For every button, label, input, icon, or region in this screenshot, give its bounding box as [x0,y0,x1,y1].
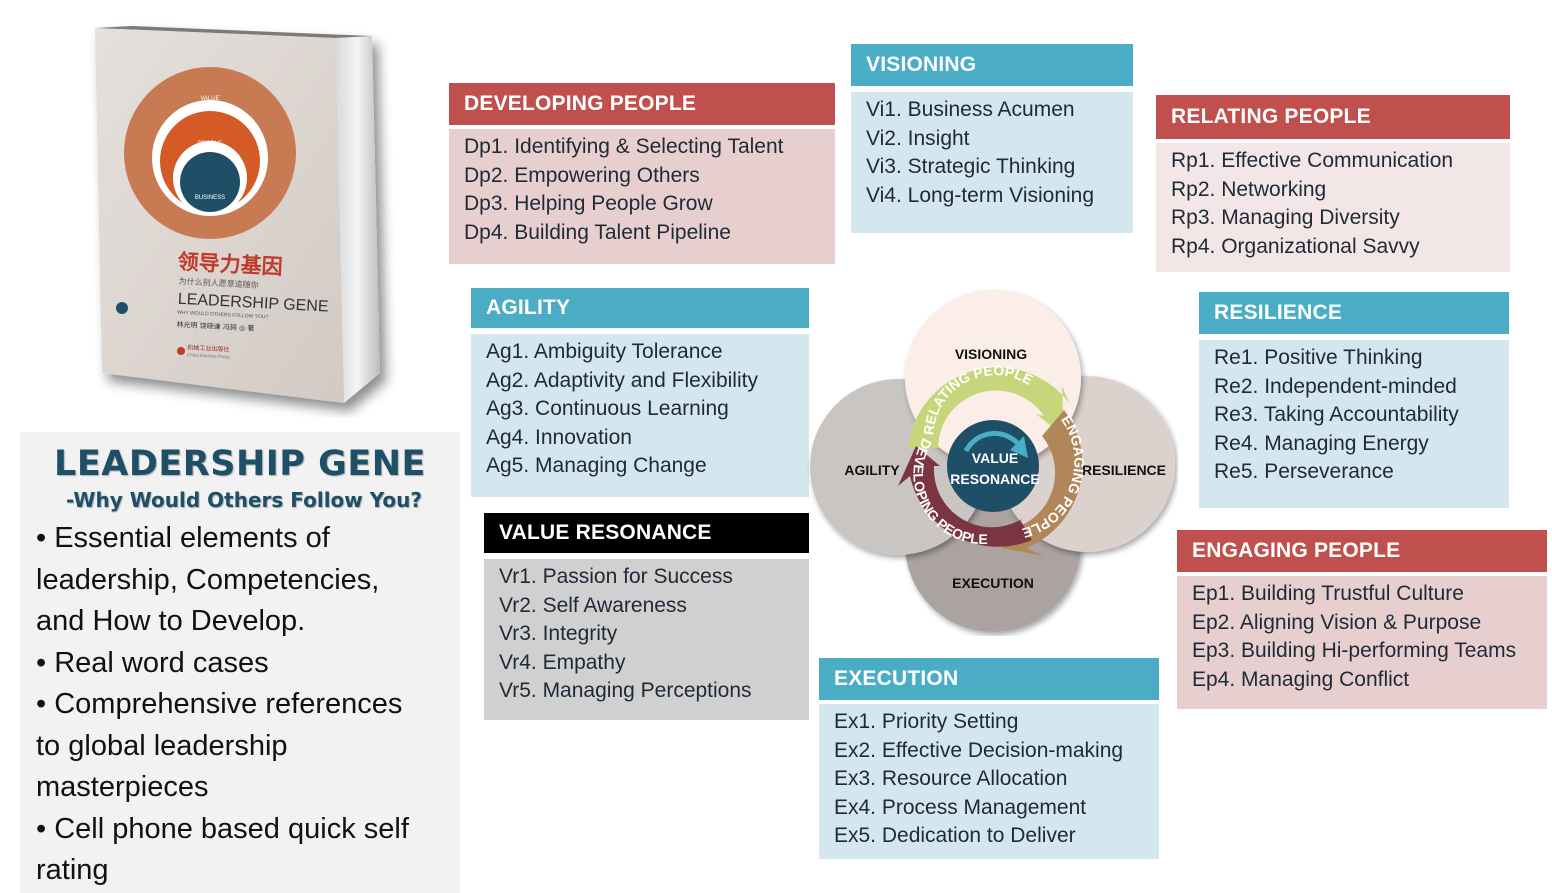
book-publisher-en: China Machine Press [187,352,231,359]
book-circle-label-people: PEOPLE [198,141,222,147]
center-arrow-icon [963,430,1022,453]
list-item: Ep4. Managing Conflict [1192,667,1410,691]
list-item: Ag4. Innovation [486,425,632,449]
list-item: Vi4. Long-term Visioning [866,183,1095,207]
book-dot [116,302,128,314]
book-subtitle-cn: 为什么别人愿意追随你 [179,276,259,290]
arc-developing-people [898,446,1032,547]
info-line: • Real word cases [36,646,269,679]
info-bullet-list: • Essential elements of leadership, Comp… [36,518,456,892]
panel-value-resonance: VALUE RESONANCE Vr1. Passion for Success… [484,513,809,720]
panel-visioning: VISIONING Vi1. Business Acumen Vi2. Insi… [851,44,1133,233]
list-item: Vr3. Integrity [499,622,618,646]
arc-engaging-people [1002,410,1083,556]
list-item: Ep2. Aligning Vision & Purpose [1192,610,1482,634]
list-item: Rp4. Organizational Savvy [1171,234,1420,258]
leadership-gene-wheel: VISIONING AGILITY RESILIENCE EXECUTION V… [810,290,1175,632]
list-item: Re1. Positive Thinking [1214,346,1423,369]
list-item: Vi1. Business Acumen [866,98,1075,121]
info-line: masterpieces [36,771,209,803]
list-item: Dp3. Helping People Grow [464,192,713,216]
book-title-cn: 领导力基因 [177,250,283,279]
list-item: Vr1. Passion for Success [499,565,733,588]
list-item: Ag5. Managing Change [486,454,707,478]
panel-agility: AGILITY Ag1. Ambiguity Tolerance Ag2. Ad… [471,288,809,497]
list-item: Rp2. Networking [1171,177,1327,201]
panel-body: Vi1. Business Acumen Vi2. Insight Vi3. S… [851,92,1133,233]
panel-title: ENGAGING PEOPLE [1177,530,1547,572]
list-item: Vr4. Empathy [499,650,626,674]
list-item: Re3. Taking Accountability [1214,403,1459,427]
book-circle-label-business: BUSINESS [195,195,225,201]
panel-execution: EXECUTION Ex1. Priority Setting Ex2. Eff… [819,658,1159,859]
panel-body: Dp1. Identifying & Selecting Talent Dp2.… [449,129,835,264]
list-item: Dp1. Identifying & Selecting Talent [464,135,784,158]
book-info-box: LEADERSHIP GENE -Why Would Others Follow… [20,432,460,893]
panel-body: Ep1. Building Trustful Culture Ep2. Alig… [1177,576,1547,709]
panel-body: Rp1. Effective Communication Rp2. Networ… [1156,143,1510,272]
arc-relating-people [908,367,1070,448]
info-title: LEADERSHIP GENE [54,444,426,484]
book-authors: 林光明 饶晓谦 冯鸫 ◎ 著 [176,320,254,333]
label-agility: AGILITY [844,462,900,478]
list-item: Re5. Perseverance [1214,460,1394,484]
list-item: Ag2. Adaptivity and Flexibility [486,368,758,392]
list-item: Re4. Managing Energy [1214,431,1429,455]
list-item: Vi3. Strategic Thinking [866,155,1076,179]
list-item: Rp3. Managing Diversity [1171,206,1400,230]
center-label-line1: VALUE [972,450,1018,466]
list-item: Vi2. Insight [866,126,970,150]
list-item: Ep3. Building Hi-performing Teams [1192,639,1517,663]
panel-relating-people: RELATING PEOPLE Rp1. Effective Communica… [1156,95,1510,272]
book-circle-label-value: VALUE [200,96,219,102]
list-item: Ag1. Ambiguity Tolerance [486,340,723,363]
panel-title: AGILITY [471,288,809,328]
label-resilience: RESILIENCE [1082,462,1166,478]
panel-title: DEVELOPING PEOPLE [449,83,835,125]
info-line: and How to Develop. [36,605,306,637]
list-item: Dp2. Empowering Others [464,163,700,187]
panel-developing-people: DEVELOPING PEOPLE Dp1. Identifying & Sel… [449,83,835,264]
info-line: to global leadership [36,729,288,762]
label-visioning: VISIONING [955,346,1027,362]
panel-title: RELATING PEOPLE [1156,95,1510,139]
panel-engaging-people: ENGAGING PEOPLE Ep1. Building Trustful C… [1177,530,1547,709]
book-publisher-logo [177,347,185,355]
info-line: • Comprehensive references [36,688,403,720]
list-item: Re2. Independent-minded [1214,374,1457,398]
panel-body: Vr1. Passion for Success Vr2. Self Aware… [484,559,809,720]
book-publisher-cn: 机械工业出版社 [187,343,229,353]
panel-title: VISIONING [851,44,1133,86]
list-item: Vr5. Managing Perceptions [499,679,752,703]
list-item: Ex5. Dedication to Deliver [834,824,1076,848]
panel-body: Re1. Positive Thinking Re2. Independent-… [1199,340,1509,508]
center-label-line2: RESONANCE [950,471,1039,487]
info-line: • Cell phone based quick self [36,812,409,845]
info-line: • Essential elements of [36,522,330,554]
info-subtitle: -Why Would Others Follow You? [66,488,422,512]
list-item: Ex2. Effective Decision-making [834,738,1124,762]
panel-title: RESILIENCE [1199,292,1509,334]
panel-body: Ag1. Ambiguity Tolerance Ag2. Adaptivity… [471,334,809,497]
list-item: Vr2. Self Awareness [499,593,687,617]
info-line: leadership, Competencies, [36,563,380,596]
panel-title: EXECUTION [819,658,1159,700]
panel-resilience: RESILIENCE Re1. Positive Thinking Re2. I… [1199,292,1509,508]
book-cover: VALUE PEOPLE BUSINESS 领导力基因 为什么别人愿意追随你 L… [80,18,400,418]
list-item: Dp4. Building Talent Pipeline [464,220,731,244]
info-line: rating [36,854,109,886]
panel-title: VALUE RESONANCE [484,513,809,553]
list-item: Ep1. Building Trustful Culture [1192,582,1464,605]
label-execution: EXECUTION [952,575,1034,591]
list-item: Ex1. Priority Setting [834,710,1019,733]
list-item: Ex3. Resource Allocation [834,767,1068,791]
center-arrowhead-icon [1010,436,1028,458]
list-item: Ag3. Continuous Learning [486,397,729,421]
panel-body: Ex1. Priority Setting Ex2. Effective Dec… [819,704,1159,859]
book-subtitle-en: WHY WOULD OTHERS FOLLOW YOU? [177,310,269,321]
list-item: Rp1. Effective Communication [1171,149,1454,172]
list-item: Ex4. Process Management [834,795,1087,819]
